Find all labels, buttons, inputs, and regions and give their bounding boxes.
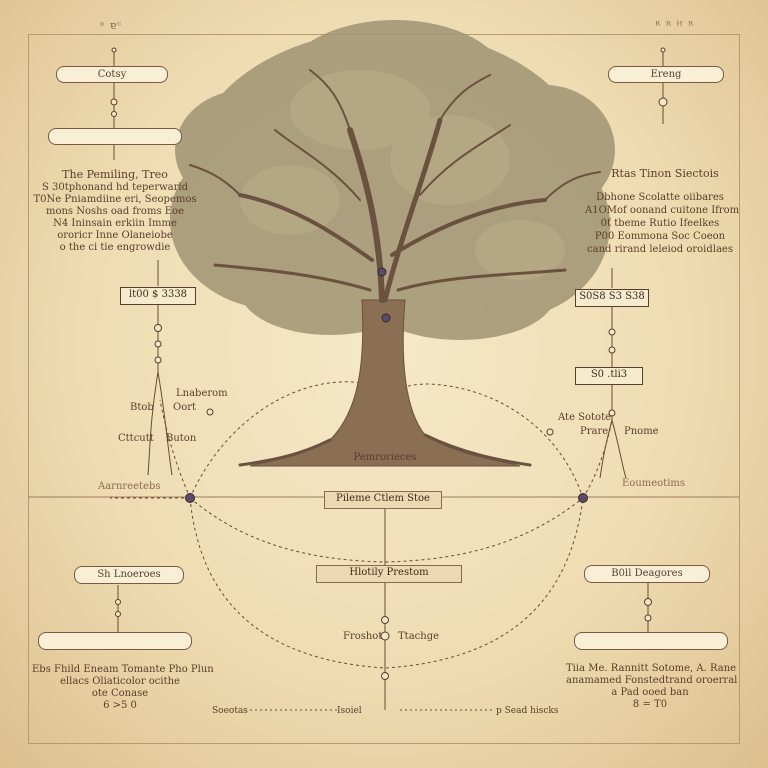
bottom-right-line: a Pad ooed ban (611, 687, 689, 698)
right-value-box: S0 .tli3 (575, 367, 643, 385)
node-dot (381, 672, 389, 680)
node-dot (111, 111, 117, 117)
footer-left: Soeotas (212, 706, 248, 716)
bottom-left-pill-lower (38, 632, 192, 650)
center-label-right: Ttachge (398, 631, 440, 642)
left-block-title: The Pemiling, Treo (62, 168, 168, 181)
bottom-left-line: 6 >5 0 (103, 700, 137, 711)
footer-right: p Sead hiscks (496, 706, 559, 716)
node-dot (608, 328, 616, 336)
top-left-pill: Cotsy (56, 66, 168, 83)
left-value-box: lt00 $ 3338 (120, 287, 196, 305)
node-dot (660, 47, 666, 53)
right-block-line: A1OMof oonand cuitone Ifrom (585, 205, 740, 216)
left-label: Btob (130, 402, 154, 413)
node-dot (111, 47, 117, 53)
node-dot (154, 324, 162, 332)
footer-mid: Isoiel (337, 706, 362, 716)
center-label-left: Froshot (343, 631, 383, 642)
bottom-right-pill: B0ll Deagores (584, 565, 710, 583)
bottom-right-line: 8 = T0 (632, 699, 668, 710)
node-dot (644, 614, 652, 622)
right-block-line: cand rirand leleiod oroidlaes (587, 244, 733, 255)
left-label: Buton (166, 433, 197, 444)
node-dot (154, 340, 162, 348)
left-block-line: N4 Ininsain erkiin Imme (53, 218, 177, 229)
node-dot (115, 611, 121, 617)
left-block-line: mons Noshs oad froms Eoe (45, 206, 184, 217)
center-box-mid: Hlotily Prestom (316, 565, 462, 583)
node-dot (206, 408, 214, 416)
left-label: Oort (173, 402, 197, 413)
top-right-pill: Ereng (608, 66, 724, 83)
trunk-label: Pemrorieces (353, 452, 417, 463)
left-block-line: T0Ne Pniamdiine eri, Seopemos (33, 194, 197, 205)
node-dot (381, 616, 389, 624)
right-block-title: Rtas Tinon Siectois (611, 167, 719, 180)
right-label: Prare (580, 426, 609, 437)
node-dot (154, 356, 162, 364)
right-block-line: 0ť tbeme Rutio Ifeelkes (600, 218, 720, 229)
right-label: Pnome (624, 426, 659, 437)
bottom-left-line: Ebs Fhild Eneam Tomante Pho Plun (32, 664, 214, 675)
right-label: Ate Sotote (558, 412, 612, 423)
node-dot (608, 409, 616, 417)
node-dot (381, 313, 391, 323)
bottom-left-line: ote Conase (91, 688, 149, 699)
right-section-label: Eoumeotims (622, 478, 686, 489)
header-right-mark: ᴿ ᴿ ᴴ ᴿ (655, 19, 695, 32)
node-dot (185, 493, 195, 503)
node-dot (608, 346, 616, 354)
left-block-line: S 30tphonand hd teperwarld (41, 182, 188, 193)
bottom-left-pill: Sh Lnoeroes (74, 566, 184, 584)
bottom-right-line: anamamed Fonstedtrand oroerral (566, 675, 738, 686)
tree-trunk (249, 299, 521, 467)
node-dot (377, 267, 387, 277)
left-block-line: ororicr Inne Olaneiobe (57, 230, 173, 241)
node-dot (546, 428, 554, 436)
right-value-box: S0S8 S3 S38 (575, 289, 649, 307)
left-block-line: o the ci tie engrowdie (59, 242, 171, 253)
left-section-label: Aarnreetebs (98, 481, 161, 492)
bottom-right-pill-lower (574, 632, 728, 650)
bottom-right-line: Tiia Me. Rannitt Sotome, A. Rane (566, 663, 737, 674)
left-label: Cttcutt (118, 433, 154, 444)
right-block-line: Dbhone Scolatte oiibares (596, 192, 724, 203)
left-label: Lnaberom (176, 388, 228, 399)
tree-branches (189, 69, 601, 467)
node-dot (110, 98, 118, 106)
node-dot (658, 97, 668, 107)
top-left-pill-lower (48, 128, 182, 145)
bottom-left-line: ellacs Oliaticolor ocithe (60, 676, 180, 687)
center-box-top: Pileme Ctlem Stoe (324, 491, 442, 509)
node-dot (380, 631, 390, 641)
node-dot (644, 598, 652, 606)
node-dot (115, 599, 121, 605)
right-block-line: P00 Eommona Soc Coeon (594, 231, 726, 242)
header-left-mark: ᵃ ɐᶜ (100, 19, 123, 32)
node-dot (578, 493, 588, 503)
